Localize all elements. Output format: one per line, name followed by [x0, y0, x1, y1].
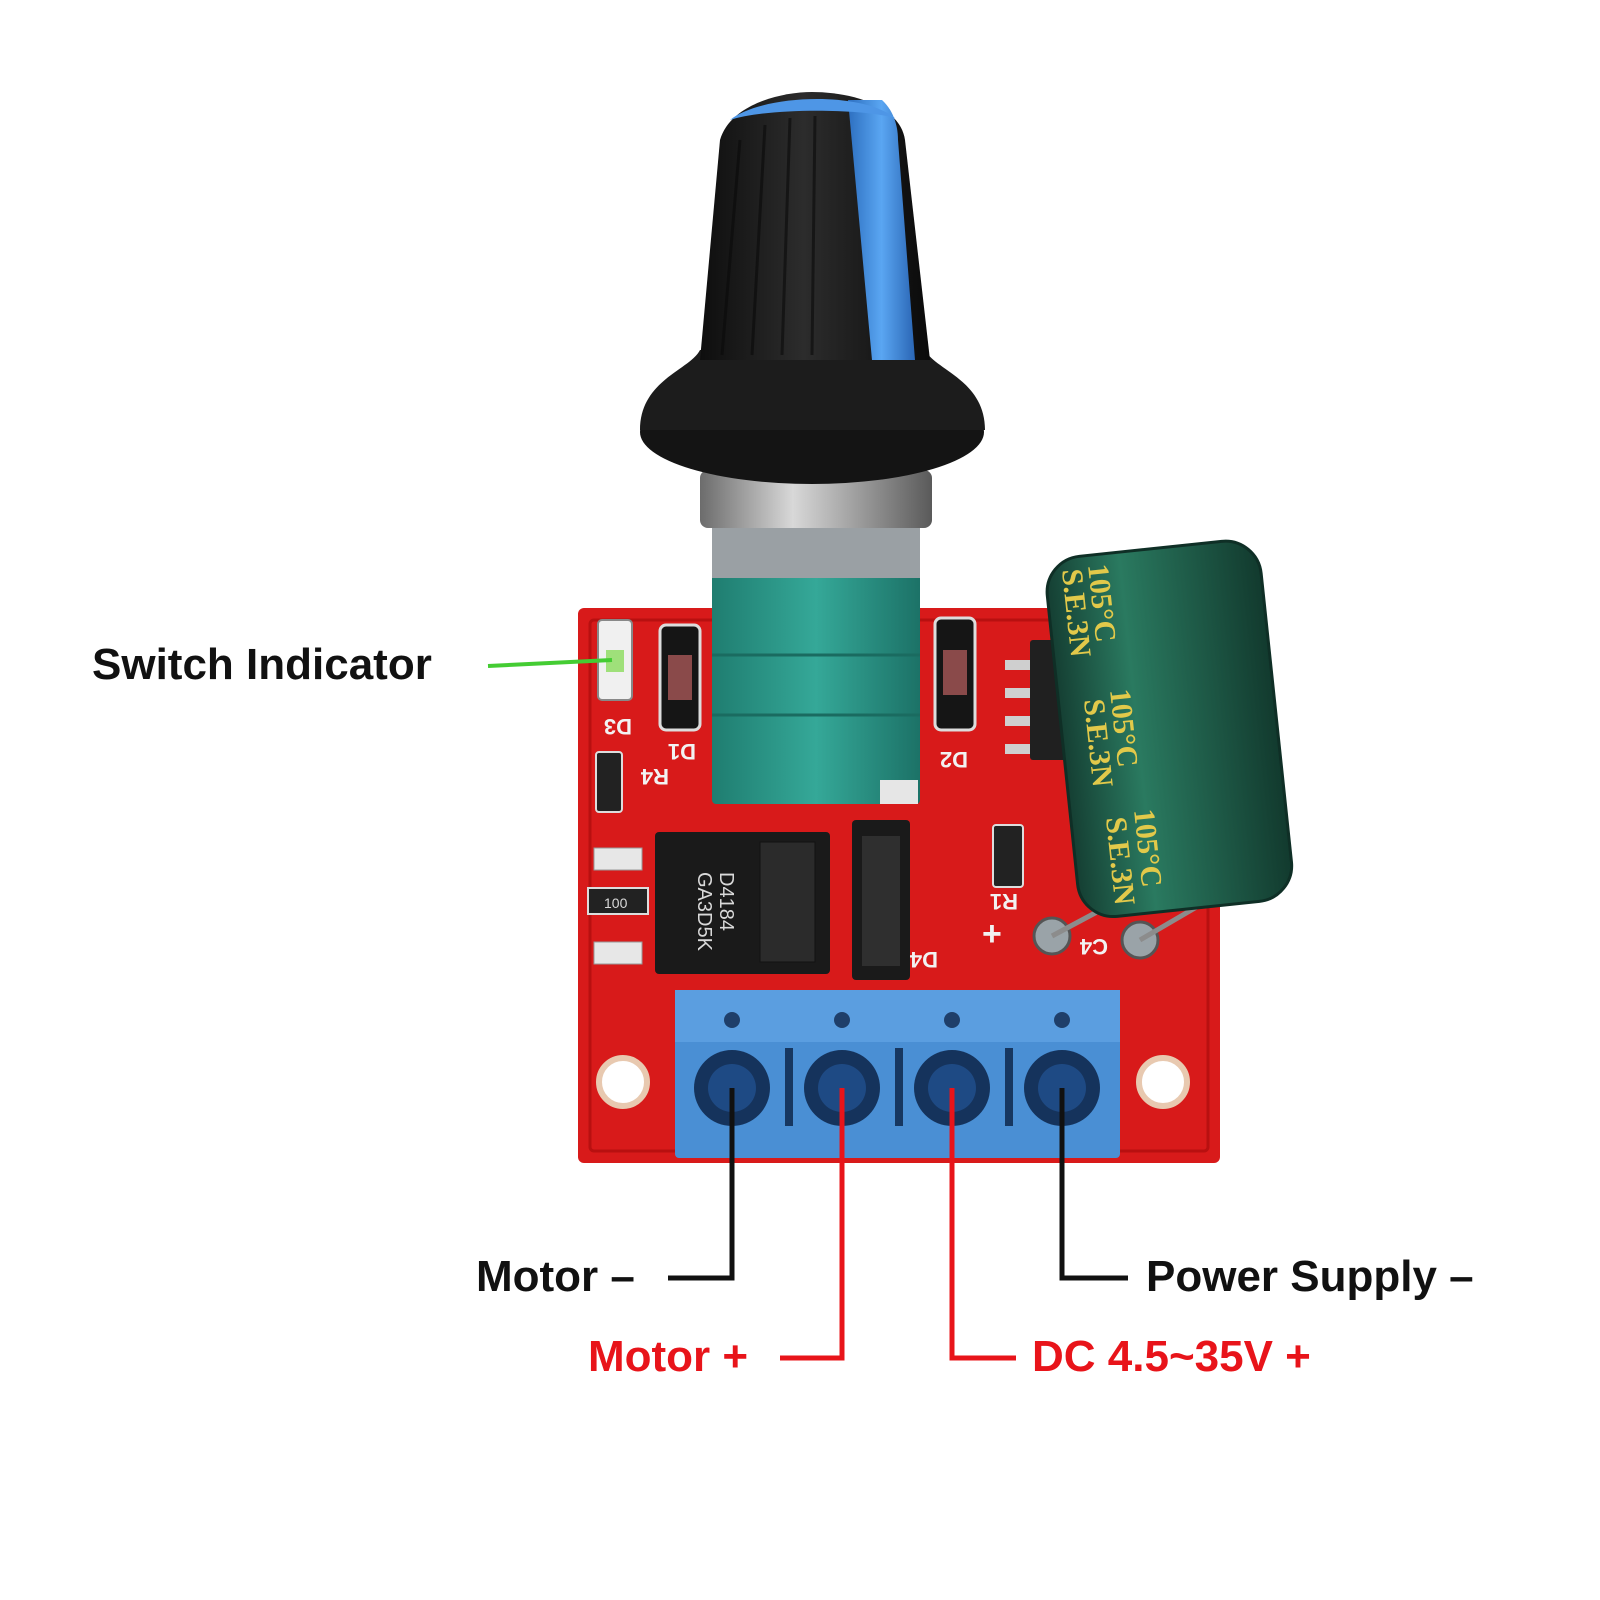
marking-resistor-code: 100	[604, 895, 628, 911]
marking-c4: C4	[1079, 934, 1108, 959]
cap-temp-1: 105°C	[1081, 562, 1122, 644]
label-motor-plus: Motor +	[588, 1332, 749, 1381]
marking-mosfet: D4184	[715, 872, 737, 931]
mounting-hole-right	[1136, 1055, 1190, 1109]
cap-temp-2: 105°C	[1103, 687, 1144, 769]
mounting-hole-left	[596, 1055, 650, 1109]
marking-d3: D3	[604, 714, 632, 739]
label-switch-indicator: Switch Indicator	[92, 640, 432, 689]
dc-supply-line	[949, 1088, 1016, 1361]
speed-knob[interactable]	[640, 92, 985, 484]
motor-plus-line	[780, 1088, 845, 1361]
resistor-r4	[595, 751, 623, 813]
marking-mosfet-code: GA3D5K	[693, 872, 715, 952]
label-power-supply-minus: Power Supply –	[1146, 1252, 1474, 1301]
electrolytic-capacitor	[1045, 539, 1294, 919]
power-supply-minus-line	[1059, 1088, 1128, 1281]
resistor-r1	[992, 824, 1024, 888]
label-dc-supply: DC 4.5~35V +	[1032, 1332, 1311, 1381]
marking-d4: D4	[909, 947, 938, 972]
marking-r1: R1	[990, 889, 1018, 914]
marking-plus: +	[982, 915, 1002, 953]
label-motor-minus: Motor –	[476, 1252, 635, 1301]
marking-d2: D2	[940, 747, 968, 772]
indicator-leader-line	[487, 658, 613, 668]
shaft-nut	[700, 470, 932, 528]
potentiometer	[712, 572, 920, 804]
cap-temp-3: 105°C	[1127, 807, 1168, 889]
motor-minus-line	[668, 1088, 735, 1281]
marking-d1: D1	[668, 739, 696, 764]
marking-r4: R4	[640, 764, 669, 789]
